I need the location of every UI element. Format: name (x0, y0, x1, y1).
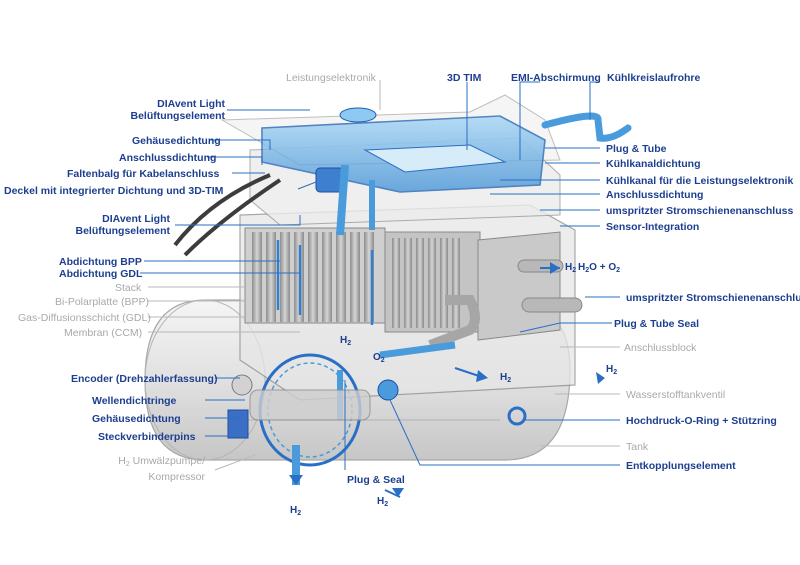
label-pump: H2 Umwälzpumpe/ Kompressor (100, 455, 205, 483)
gas-h2-bottom-right-h: H (377, 496, 385, 507)
gas-h2-top: H2 (340, 335, 351, 347)
label-shaft-seals: Wellendichtringe (92, 395, 177, 407)
label-diavent-top-line1: DIAvent Light (157, 98, 225, 110)
label-pump-rest: Umwälzpumpe/ (129, 455, 205, 467)
label-diavent-mid-line1: DIAvent Light (102, 213, 170, 225)
gas-o2: O2 (373, 352, 385, 364)
gas-h2o-o2-d: 2 (616, 267, 620, 274)
gas-o2-o: O (373, 352, 381, 363)
gas-o2-sub: 2 (380, 357, 385, 364)
gas-h2-stack-out-sub: 2 (572, 267, 577, 274)
label-gdl-seal: Abdichtung GDL (59, 268, 143, 280)
gas-h2o-o2-b: 2 (585, 267, 590, 274)
connection-block (428, 231, 583, 350)
gas-h2-top-h: H (340, 335, 348, 346)
cooling-pipe (541, 112, 632, 142)
gas-h2-right-sub: 2 (507, 377, 512, 384)
label-pump-sub: 2 (125, 461, 130, 468)
gas-h2-stack-out-h: H (565, 262, 573, 273)
label-plug-seal: Plug & Seal (347, 474, 405, 486)
gas-h2-bottom-sub: 2 (297, 510, 302, 517)
gas-h2-bottom-right-sub: 2 (384, 501, 389, 508)
stack (244, 227, 481, 333)
label-sensor: Sensor-Integration (606, 221, 700, 233)
gas-h2-bottom: H2 (290, 505, 301, 517)
label-housing-seal-bottom: Gehäusedichtung (92, 413, 181, 425)
label-tank: Tank (626, 441, 649, 453)
label-housing-seal-top: Gehäusedichtung (132, 135, 221, 147)
label-busbar-bottom: umspritzter Stromschienenanschluss (626, 292, 800, 304)
label-coolant-channel: Kühlkanal für die Leistungselektronik (606, 175, 794, 187)
label-high-pressure: Hochdruck-O-Ring + Stützring (626, 415, 777, 427)
label-coolant-seal: Kühlkanaldichtung (606, 158, 701, 170)
label-connection-block: Anschlussblock (624, 342, 697, 354)
gas-h2o-o2-c: O + O (589, 262, 617, 273)
o-ring (507, 406, 527, 426)
label-decoupling: Entkopplungselement (626, 460, 736, 472)
label-stack: Stack (115, 282, 142, 294)
label-pump-line2: Kompressor (148, 471, 205, 483)
gas-h2o-o2-a: H (578, 262, 586, 273)
label-diavent-top: DIAvent Light Belüftungselement (125, 98, 225, 122)
label-bpp-seal: Abdichtung BPP (59, 256, 142, 268)
gas-h2-right: H2 (500, 372, 511, 384)
label-lid-seal: Deckel mit integrierter Dichtung und 3D-… (4, 185, 224, 197)
gas-h2-top-sub: 2 (347, 340, 352, 347)
label-connection-seal-right: Anschlussdichtung (606, 189, 704, 201)
pump (227, 353, 371, 485)
label-gdl: Gas-Diffusionsschicht (GDL) (18, 312, 151, 324)
label-diavent-mid-line2: Belüftungselement (75, 225, 170, 237)
label-ccm: Membran (CCM) (64, 327, 143, 339)
label-power-electronics: Leistungselektronik (286, 72, 376, 84)
label-3d-tim: 3D TIM (447, 72, 482, 84)
gas-h2o-o2: H2O + O2 (578, 262, 620, 274)
label-connector-pins: Steckverbinderpins (98, 431, 196, 443)
label-plug-tube: Plug & Tube (606, 143, 667, 155)
label-cooling-pipes: Kühlkreislaufrohre (607, 72, 701, 84)
gas-h2-far-right: H2 (606, 364, 617, 376)
gas-h2-stack-out: H2 (565, 262, 576, 274)
gas-h2-right-h: H (500, 372, 508, 383)
label-encoder: Encoder (Drehzahlerfassung) (71, 373, 218, 385)
label-busbar-top: umspritzter Stromschienenanschluss (606, 205, 794, 217)
label-connection-seal-top: Anschlussdichtung (119, 152, 217, 164)
gas-h2-bottom-h: H (290, 505, 298, 516)
decoupling-element (377, 379, 399, 401)
label-bellows: Faltenbalg für Kabelanschluss (67, 168, 220, 180)
label-emi: EMI-Abschirmung (511, 72, 601, 84)
label-pump-h: H (118, 455, 126, 467)
label-bpp: Bi-Polarplatte (BPP) (55, 296, 149, 308)
gas-h2-far-right-sub: 2 (613, 369, 618, 376)
label-tank-valve: Wasserstofftankventil (626, 389, 726, 401)
label-diavent-mid: DIAvent Light Belüftungselement (70, 213, 170, 237)
hydrogen-pipe (336, 164, 349, 236)
cables (173, 173, 282, 257)
leader-lines (140, 81, 620, 470)
gas-h2-bottom-right: H2 (377, 496, 388, 508)
label-diavent-top-line2: Belüftungselement (130, 110, 225, 122)
gas-h2-far-right-h: H (606, 364, 614, 375)
label-plug-tube-seal: Plug & Tube Seal (614, 318, 699, 330)
